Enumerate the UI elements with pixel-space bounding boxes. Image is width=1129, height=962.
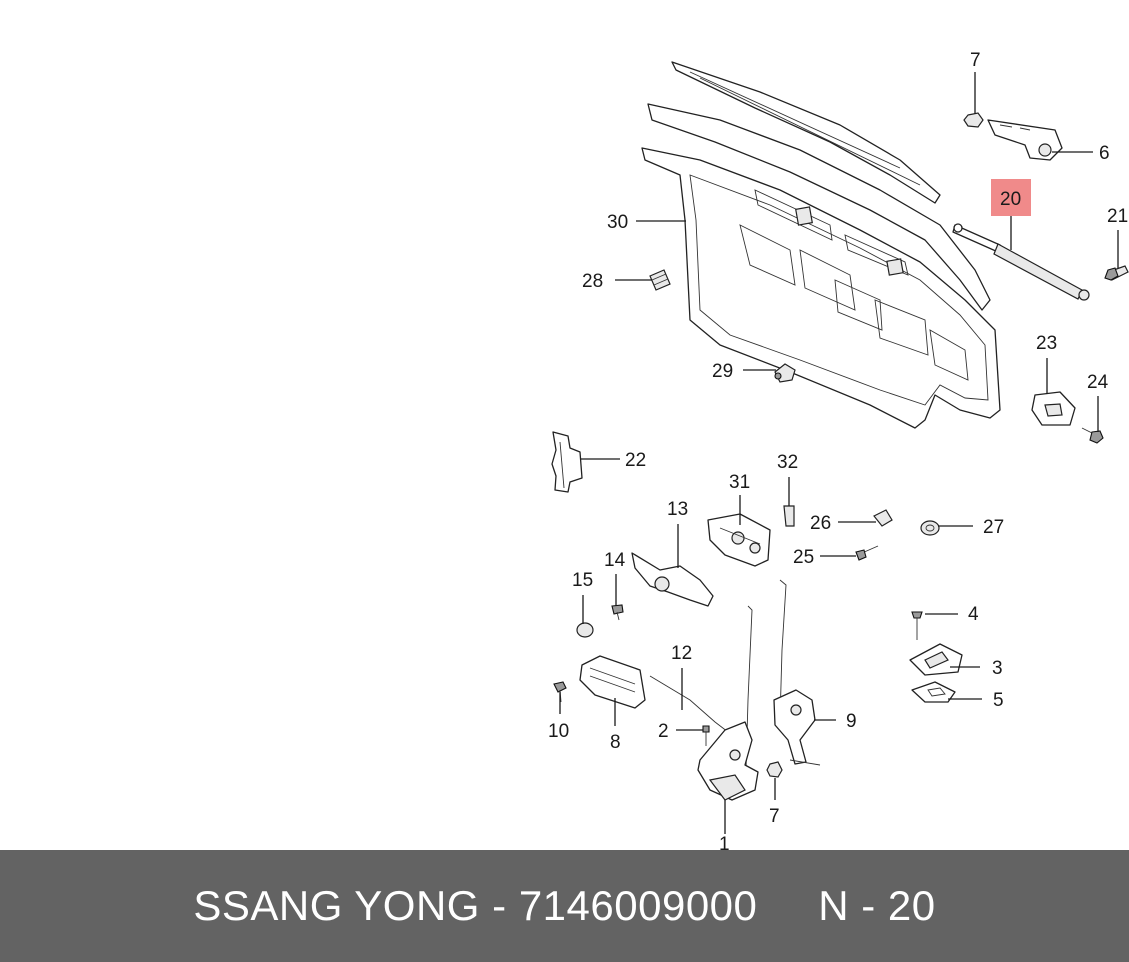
bolt-24 [1081,427,1104,444]
callout-21: 21 [1107,206,1128,227]
striker-plate-23 [1031,391,1076,426]
callout-3: 3 [992,658,1003,679]
ref-number: 20 [887,882,936,929]
latch-9 [773,689,821,766]
bumper-29 [774,363,796,383]
clip-32 [783,505,795,527]
screw-14 [611,604,624,621]
cap-15 [576,622,594,638]
callout-32: 32 [777,452,798,473]
callout-9: 9 [846,711,857,732]
callout-4: 4 [968,604,979,625]
callout-7-bottom: 7 [769,806,780,827]
callout-5: 5 [993,690,1004,711]
callout-12: 12 [671,643,692,664]
callout-28: 28 [582,271,603,292]
callout-23: 23 [1036,333,1057,354]
part-number: 7146009000 [518,882,758,929]
nut-top [963,112,984,128]
callout-22: 22 [625,450,646,471]
callout-6: 6 [1099,143,1110,164]
callout-8: 8 [610,732,621,753]
callout-29: 29 [712,361,733,382]
callout-10: 10 [548,721,569,742]
bracket-22 [551,431,583,493]
footer-bar: SSANG YONG - 7146009000 N - 20 [0,850,1129,962]
callout-20: 20 [1000,189,1021,210]
tailgate-panel [641,61,1001,429]
ref-prefix: N - [818,882,888,929]
actuator-8 [579,655,646,709]
callout-1: 1 [719,834,730,850]
hinge [987,119,1063,161]
footer-caption: SSANG YONG - 7146009000 N - 20 [193,882,935,930]
striker-3 [909,643,963,676]
callout-24: 24 [1087,372,1109,393]
screw-25 [855,545,879,561]
callout-27: 27 [983,517,1004,538]
parts-diagram: 7 6 20 21 30 28 29 23 24 22 32 31 13 26 … [548,50,1129,850]
callout-30: 30 [607,212,628,233]
plug-26 [873,509,893,527]
bumper-stop-28 [649,269,671,291]
shim-5 [911,681,956,703]
grommet-27 [920,520,940,536]
callout-25: 25 [793,547,814,568]
callout-31: 31 [729,472,750,493]
callout-2: 2 [658,721,669,742]
gas-strut [952,223,1090,301]
separator: - [479,882,519,929]
screw-2 [702,725,710,746]
leader-lines [559,72,1119,834]
callout-7-top: 7 [970,50,981,71]
callout-26: 26 [810,513,831,534]
callout-13: 13 [667,499,688,520]
callout-labels: 7 6 20 21 30 28 29 23 24 22 32 31 13 26 … [548,50,1128,850]
brand-name: SSANG YONG [193,882,480,929]
handle-13 [631,552,714,607]
callout-14: 14 [604,550,626,571]
lock-assembly-1 [697,721,759,801]
callout-highlight-20 [991,179,1031,216]
nut-bottom [766,761,783,778]
bolt-21 [1104,265,1129,281]
switch-31 [707,513,771,567]
callout-15: 15 [572,570,593,591]
screw-4 [911,611,923,640]
